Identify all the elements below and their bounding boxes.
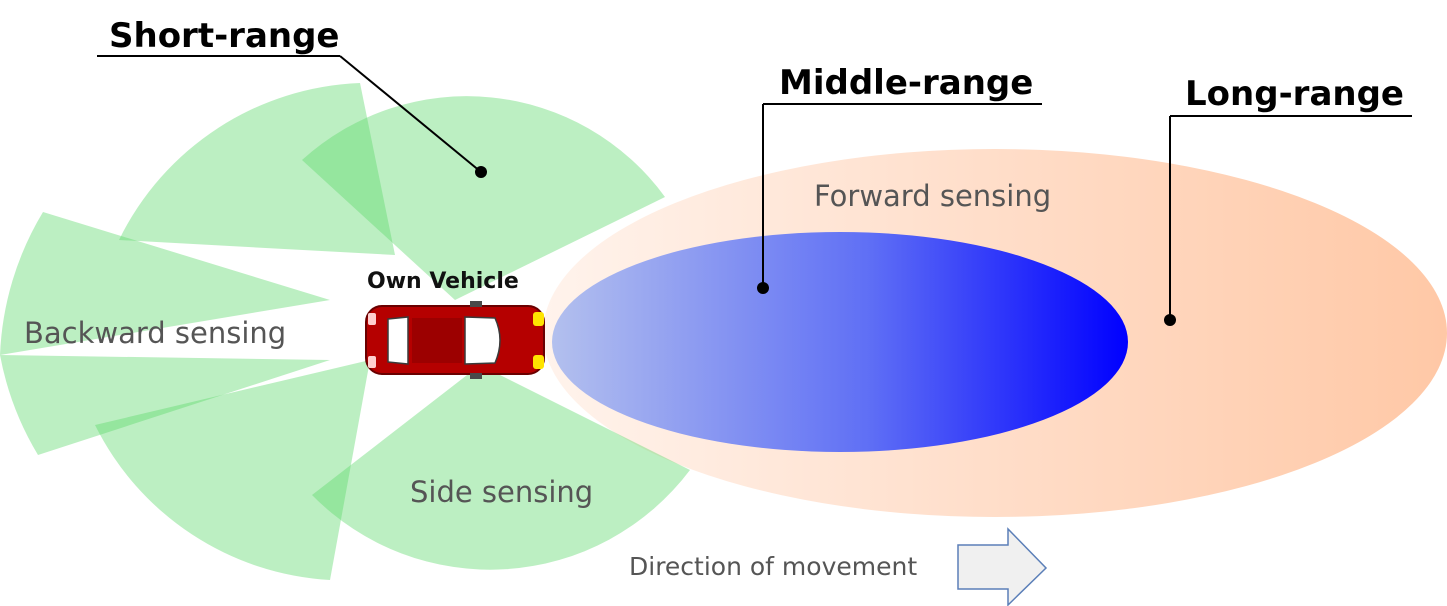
middle-range-pointer-dot bbox=[757, 282, 769, 294]
long-range-pointer-dot bbox=[1164, 314, 1176, 326]
direction-label: Direction of movement bbox=[629, 552, 917, 581]
backward-sensing-label: Backward sensing bbox=[24, 316, 286, 350]
sector-upper-right bbox=[302, 96, 665, 300]
side-sensing-label: Side sensing bbox=[410, 475, 593, 509]
own-vehicle-label: Own Vehicle bbox=[367, 269, 519, 294]
sector-upper-left bbox=[119, 83, 395, 255]
short-range-title: Short-range bbox=[109, 16, 340, 56]
short-range-zone bbox=[0, 83, 690, 580]
forward-sensing-label: Forward sensing bbox=[814, 179, 1051, 213]
middle-range-title: Middle-range bbox=[779, 63, 1033, 103]
sector-backward-upper bbox=[0, 212, 330, 355]
long-range-title: Long-range bbox=[1185, 74, 1404, 114]
sector-lower-right bbox=[312, 365, 690, 570]
leader-lines bbox=[97, 55, 1412, 320]
car-top-view-icon bbox=[365, 301, 545, 379]
short-range-pointer-dot bbox=[475, 166, 487, 178]
middle-range-zone bbox=[552, 232, 1128, 452]
sector-lower-left bbox=[95, 360, 370, 580]
sector-backward-lower bbox=[0, 355, 330, 455]
right-arrow-icon bbox=[957, 527, 1048, 606]
